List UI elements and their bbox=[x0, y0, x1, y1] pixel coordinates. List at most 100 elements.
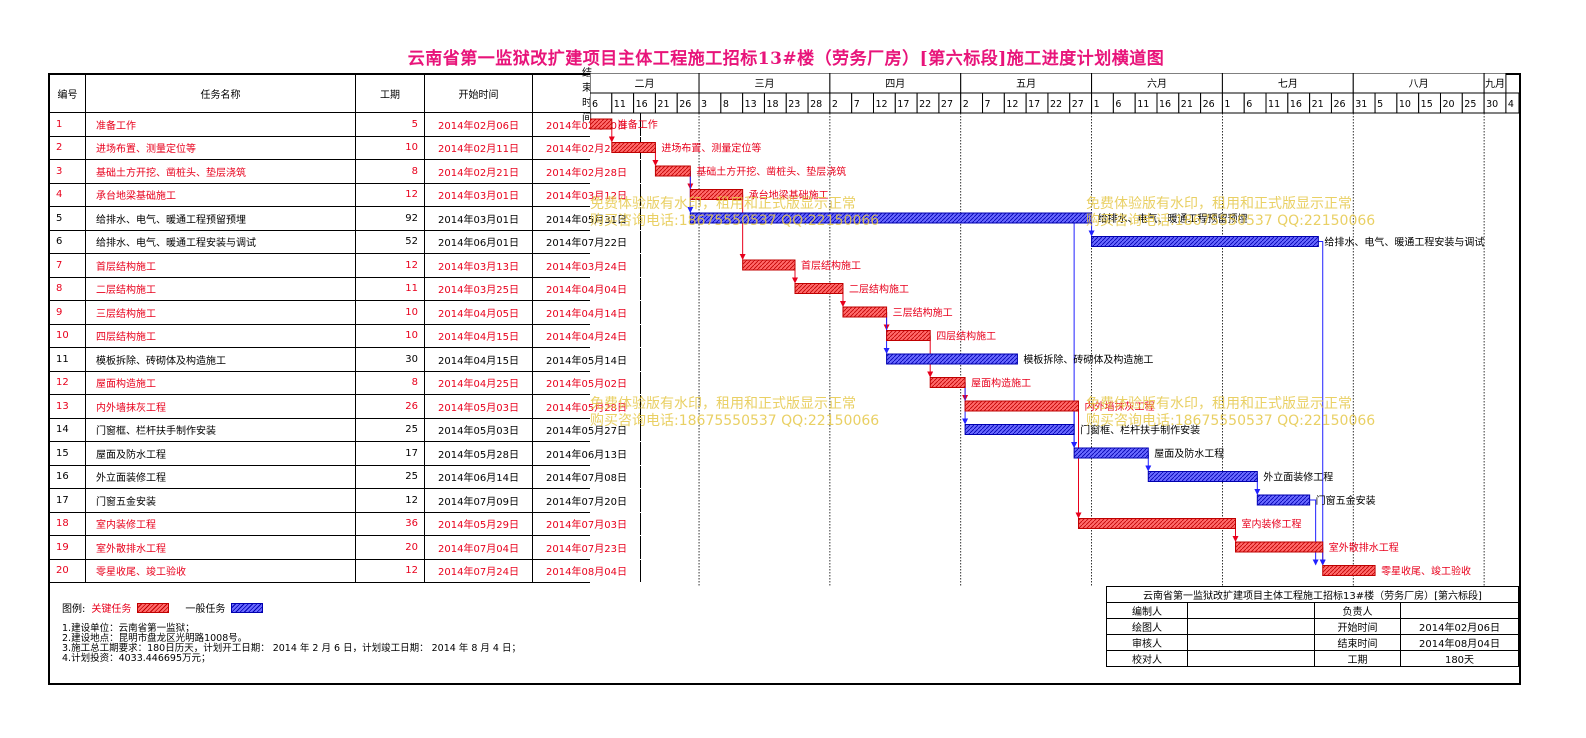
day-tick-label: 16 bbox=[1159, 99, 1171, 110]
critical-task-bar[interactable] bbox=[590, 118, 613, 130]
watermark: 免费体验版有水印，租用和正式版显示正常购买咨询电话:18675550537 QQ… bbox=[1086, 196, 1375, 230]
day-tick-label: 12 bbox=[875, 99, 887, 110]
critical-task-bar[interactable] bbox=[1077, 518, 1237, 529]
month-label: 八月 bbox=[1409, 78, 1429, 90]
day-tick-label: 2 bbox=[832, 99, 838, 110]
day-tick-label: 12 bbox=[1006, 99, 1018, 110]
critical-task-bar[interactable] bbox=[654, 165, 691, 177]
task-end: 2014年02月28日 bbox=[533, 160, 641, 183]
normal-task-bar[interactable] bbox=[886, 353, 1018, 365]
normal-task-bar[interactable] bbox=[964, 424, 1075, 435]
note-2: 2.建设地点：昆明市盘龙区光明路1008号。 bbox=[62, 633, 248, 644]
task-duration: 26 bbox=[356, 395, 425, 418]
day-tick-label: 21 bbox=[657, 99, 669, 110]
critical-task-bar[interactable] bbox=[689, 189, 744, 200]
task-start: 2014年04月15日 bbox=[425, 348, 533, 371]
normal-task-bar[interactable] bbox=[1256, 494, 1311, 506]
task-name: 进场布置、测量定位等 bbox=[86, 136, 356, 159]
task-bar-label: 零星收尾、竣工验收 bbox=[1381, 565, 1471, 578]
month-label: 六月 bbox=[1147, 78, 1167, 90]
tb-compiler-value bbox=[1188, 603, 1315, 619]
day-tick-label: 26 bbox=[679, 99, 691, 110]
task-end: 2014年03月12日 bbox=[533, 183, 641, 206]
critical-task-bar[interactable] bbox=[929, 377, 966, 388]
task-start: 2014年02月21日 bbox=[425, 160, 533, 183]
task-name: 首层结构施工 bbox=[86, 254, 356, 277]
tb-duration-value: 180天 bbox=[1401, 651, 1519, 667]
task-id: 10 bbox=[50, 324, 86, 347]
task-duration: 10 bbox=[356, 301, 425, 324]
legend-panel: 图例: 关键任务 一般任务 1.建设单位：云南省第一监狱； 2.建设地点：昆明市… bbox=[50, 586, 1106, 683]
watermark-line-1: 免费体验版有水印，租用和正式版显示正常 bbox=[1086, 196, 1352, 212]
critical-task-bar[interactable] bbox=[611, 142, 656, 153]
day-tick-label: 16 bbox=[636, 99, 648, 110]
watermark-line-1: 免费体验版有水印，租用和正式版显示正常 bbox=[1086, 396, 1352, 412]
task-duration: 92 bbox=[356, 207, 425, 230]
task-start: 2014年06月01日 bbox=[425, 230, 533, 253]
month-label: 二月 bbox=[635, 78, 655, 90]
day-tick-label: 22 bbox=[919, 99, 931, 110]
task-id: 2 bbox=[50, 136, 86, 159]
task-start: 2014年06月14日 bbox=[425, 465, 533, 488]
task-name: 门窗五金安装 bbox=[86, 489, 356, 512]
normal-task-bar[interactable] bbox=[1091, 236, 1319, 247]
tb-responsible-value bbox=[1401, 603, 1519, 619]
task-name: 内外墙抹灰工程 bbox=[86, 395, 356, 418]
critical-task-bar[interactable] bbox=[742, 259, 796, 271]
critical-task-bar[interactable] bbox=[1322, 565, 1376, 576]
task-end: 2014年05月02日 bbox=[533, 371, 641, 394]
month-label: 三月 bbox=[754, 78, 774, 90]
critical-task-bar[interactable] bbox=[842, 306, 888, 318]
task-bar-label: 门窗五金安装 bbox=[1316, 494, 1376, 507]
day-tick-label: 7 bbox=[854, 99, 860, 110]
dependency-link bbox=[1309, 499, 1319, 566]
header-idx-label: 编号 bbox=[57, 90, 78, 101]
task-bar-label: 屋面构造施工 bbox=[971, 377, 1031, 390]
header-idx: 编号 bbox=[50, 75, 86, 113]
task-name: 四层结构施工 bbox=[86, 324, 356, 347]
task-name: 准备工作 bbox=[86, 113, 356, 136]
task-end: 2014年04月14日 bbox=[533, 301, 641, 324]
month-label: 九月 bbox=[1485, 78, 1505, 90]
day-tick-label: 28 bbox=[810, 99, 822, 110]
legend-normal-label: 一般任务 bbox=[185, 604, 226, 615]
task-start: 2014年07月24日 bbox=[425, 559, 533, 582]
critical-task-bar[interactable] bbox=[1235, 541, 1324, 553]
normal-task-bar[interactable] bbox=[689, 212, 1093, 224]
task-bar-label: 内外墙抹灰工程 bbox=[1084, 400, 1154, 413]
task-name: 二层结构施工 bbox=[86, 277, 356, 300]
title-block: 云南省第一监狱改扩建项目主体工程施工招标13#楼（劳务厂房）[第六标段] 编制人… bbox=[1106, 586, 1519, 683]
normal-task-bar[interactable] bbox=[1147, 471, 1258, 482]
critical-task-bar[interactable] bbox=[794, 283, 844, 294]
critical-task-bar[interactable] bbox=[886, 330, 931, 341]
day-tick-label: 20 bbox=[1442, 99, 1454, 110]
watermark-line-2: 购买咨询电话:18675550537 QQ:22150066 bbox=[590, 213, 880, 229]
note-3: 3.施工总工期要求：180日历天，计划开工日期： 2014 年 2 月 6 日，… bbox=[62, 643, 521, 654]
header-end-label: 结束时间 bbox=[582, 67, 592, 124]
task-name: 外立面装修工程 bbox=[86, 465, 356, 488]
task-id: 18 bbox=[50, 512, 86, 535]
dependency-link bbox=[1071, 405, 1079, 448]
day-tick-label: 26 bbox=[1333, 99, 1345, 110]
task-bar-label: 屋面及防水工程 bbox=[1154, 447, 1224, 460]
legend-label: 图例: bbox=[62, 604, 86, 615]
watermark-line-2: 购买咨询电话:18675550537 QQ:22150066 bbox=[590, 413, 880, 429]
header-end: 结束时间 bbox=[533, 68, 592, 124]
task-bar-label: 外立面装修工程 bbox=[1263, 471, 1333, 484]
task-name: 室内装修工程 bbox=[86, 512, 356, 535]
task-id: 8 bbox=[50, 277, 86, 300]
task-duration: 17 bbox=[356, 442, 425, 465]
critical-task-bar[interactable] bbox=[964, 400, 1079, 412]
task-start: 2014年02月11日 bbox=[425, 136, 533, 159]
task-id: 16 bbox=[50, 465, 86, 488]
tb-compiler-label: 编制人 bbox=[1106, 603, 1188, 619]
normal-task-bar[interactable] bbox=[1073, 447, 1149, 459]
day-tick-label: 13 bbox=[745, 99, 757, 110]
task-id: 20 bbox=[50, 559, 86, 582]
